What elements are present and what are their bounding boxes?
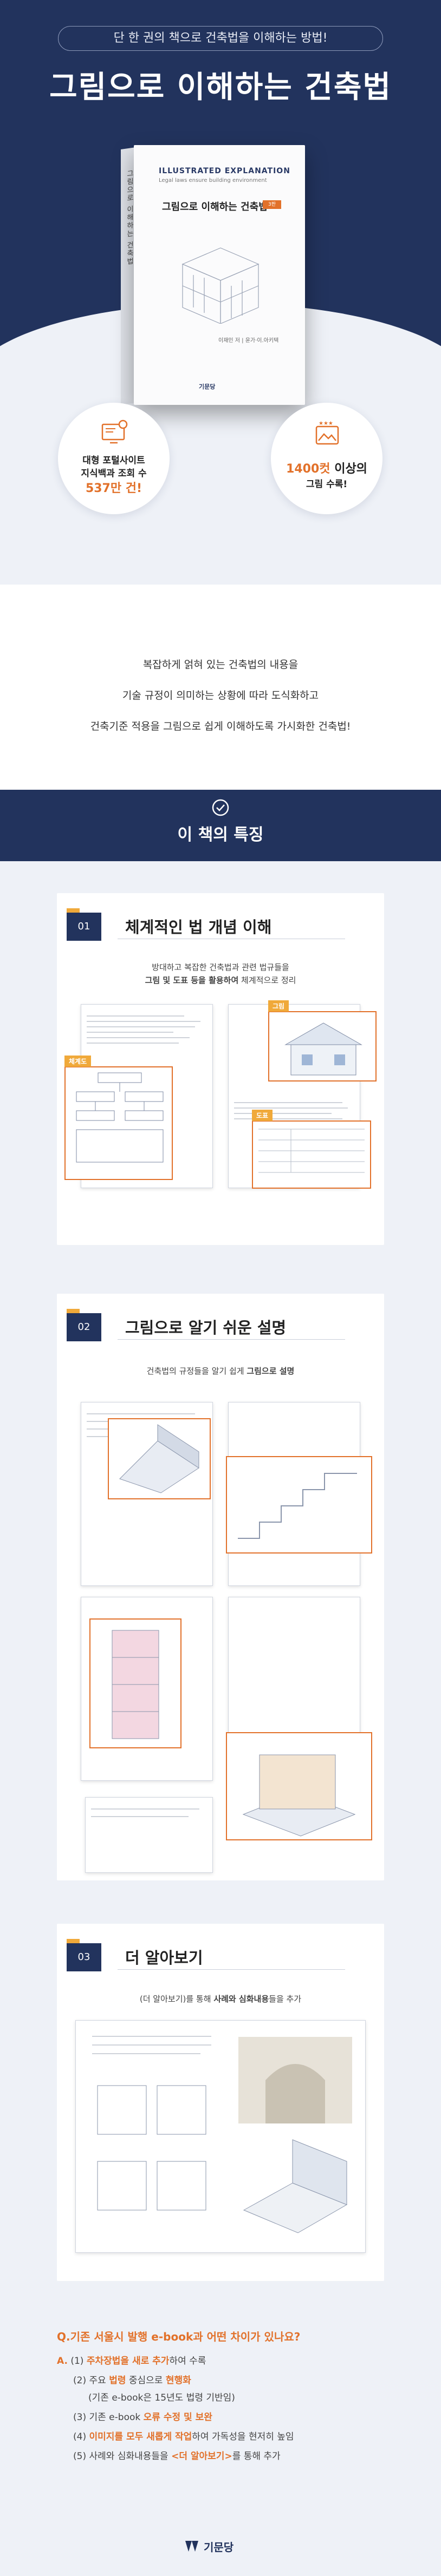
features-title: 이 책의 특징 — [177, 825, 264, 844]
qa-question: Q.기존 서울시 발행 e-book과 어떤 차이가 있나요? — [57, 2330, 301, 2343]
svg-text:★★★: ★★★ — [319, 421, 333, 427]
monitor-icon — [101, 419, 128, 444]
stat-views-line2: 지식백과 조회 수 — [81, 468, 147, 479]
publisher-mark-icon — [185, 2541, 198, 2552]
description-line2: 기술 규정이 의미하는 상황에 따라 도식화하고 — [122, 690, 319, 702]
book-cover: ILLUSTRATED EXPLANATION Legal laws ensur… — [134, 145, 305, 405]
description-line1: 복잡하게 얽혀 있는 건축법의 내용을 — [142, 659, 299, 671]
feature-card-01: 01 체계적인 법 개념 이해 방대하고 복잡한 건축법과 관련 법규들을 그림… — [57, 893, 384, 1245]
building-illustration-icon — [181, 247, 260, 324]
book-spine-title: 그림으로 이해하는 건축법 — [125, 169, 133, 267]
sample-page-5 — [85, 1797, 213, 1873]
stat-pictures-line2: 그림 수록! — [306, 479, 348, 490]
book-title: 그림으로 이해하는 건축법 — [162, 201, 268, 213]
feature-title: 더 알아보기 — [125, 1949, 203, 1967]
hero-title: 그림으로 이해하는 건축법 — [49, 70, 392, 105]
callout-diagram-label: 체계도 — [64, 1056, 92, 1067]
book-edition-badge: 3판 — [263, 200, 281, 209]
check-circle-icon — [212, 799, 229, 816]
feature-number: 02 — [67, 1313, 101, 1341]
callout-illustration-4 — [226, 1732, 372, 1840]
sample-spread — [75, 2020, 366, 2253]
feature-title-rule — [118, 1339, 345, 1340]
callout-figure-label: 그림 — [268, 1000, 289, 1012]
feature-number-tab — [67, 1939, 80, 1943]
building-section-icon — [242, 1754, 356, 1837]
building-photo-icon — [238, 2037, 352, 2233]
feature-card-03: 03 더 알아보기 (더 알아보기)를 통해 사례와 심화내용들을 추가 — [57, 1924, 384, 2281]
hero-tagline: 단 한 권의 책으로 건축법을 이해하는 방법! — [58, 26, 383, 51]
feature-subtitle-1-rest: 건축법의 규정들을 알기 쉽게 — [146, 1366, 247, 1376]
hero-section: 단 한 권의 책으로 건축법을 이해하는 방법! 그림으로 이해하는 건축법 그… — [0, 0, 441, 585]
qa-item-1: A. (1) 주차장법을 새로 추가하여 수록 — [57, 2356, 206, 2367]
qa-item-3: (3) 기존 e-book 오류 수정 및 보완 — [73, 2412, 212, 2423]
tower-illustration-icon — [112, 1630, 159, 1739]
feature-subtitle-1-rest: (더 알아보기)를 통해 — [139, 1994, 214, 2004]
picture-icon: ★★★ — [315, 421, 339, 445]
stat-pictures-line1-rest: 이상의 — [330, 462, 367, 476]
callout-chart-label: 도표 — [252, 1110, 273, 1121]
feature-number-tab — [67, 908, 80, 913]
book-author: 이재인 저 | 윤가·이.아키텍 — [218, 338, 279, 344]
feature-subtitle-1: 방대하고 복잡한 건축법과 관련 법규들을 — [152, 962, 289, 972]
qa-answer-prefix: A. — [57, 2356, 68, 2367]
feature-subtitle-2: 그림 및 도표 등을 활용하여 체계적으로 정리 — [57, 974, 384, 986]
qa-item-5: (5) 사례와 심화내용들을 <더 알아보기>를 통해 추가 — [73, 2451, 281, 2462]
stat-pictures-line1: 1400컷 이상의 — [271, 459, 382, 476]
feature-subtitle-1-end: 들을 추가 — [269, 1994, 302, 2004]
features-section: 01 체계적인 법 개념 이해 방대하고 복잡한 건축법과 관련 법규들을 그림… — [0, 861, 441, 2576]
feature-number: 01 — [67, 913, 101, 941]
qa-item-2: (2) 주요 법령 중심으로 현행화 — [73, 2375, 191, 2386]
qa-item-4: (4) 이미지를 모두 새롭게 작업하여 가독성을 현저히 높임 — [73, 2431, 294, 2442]
feature-subtitle-1: (더 알아보기)를 통해 사례와 심화내용들을 추가 — [57, 1993, 384, 2004]
publisher-name: 기문당 — [204, 2541, 234, 2554]
feature-title-rule — [118, 1969, 345, 1970]
stat-pictures-card: ★★★ 1400컷 이상의 그림 수록! — [271, 403, 382, 514]
feature-subtitle-2-rest: 체계적으로 정리 — [238, 975, 296, 985]
book-publisher: 기문당 — [199, 383, 216, 390]
feature-number: 03 — [67, 1943, 101, 1971]
feature-card-02: 02 그림으로 알기 쉬운 설명 건축법의 규정들을 알기 쉽게 그림으로 설명 — [57, 1294, 384, 1880]
flowchart-icon — [76, 1072, 164, 1163]
feature-subtitle-1-bold: 그림으로 설명 — [247, 1366, 295, 1376]
publisher-logo: 기문당 — [184, 2538, 257, 2554]
callout-chart: 도표 — [252, 1110, 371, 1189]
description-line3: 건축기준 적용을 그림으로 쉽게 이해하도록 가시화한 건축법! — [90, 720, 351, 732]
callout-illustration-2 — [226, 1456, 372, 1554]
feature-title: 체계적인 법 개념 이해 — [125, 918, 272, 936]
callout-figure: 그림 — [268, 1000, 377, 1081]
feature-number-tab — [67, 1309, 80, 1313]
callout-illustration-1 — [108, 1418, 211, 1499]
book-english-subtitle: Legal laws ensure building environment — [159, 178, 267, 183]
feature-subtitle-2-bold: 그림 및 도표 등을 활용하여 — [145, 975, 239, 985]
house-illustration-icon — [284, 1022, 362, 1076]
callout-illustration-3 — [89, 1618, 181, 1748]
section-illustration-icon — [119, 1424, 199, 1493]
stat-pictures-count: 1400컷 — [286, 462, 330, 476]
stat-views-line1: 대형 포털사이트 — [82, 455, 145, 466]
feature-subtitle-1: 건축법의 규정들을 알기 쉽게 그림으로 설명 — [57, 1365, 384, 1377]
feature-title: 그림으로 알기 쉬운 설명 — [125, 1319, 287, 1337]
callout-diagram: 체계도 — [64, 1056, 173, 1180]
feature-subtitle-1-bold: 사례와 심화내용 — [213, 1994, 269, 2004]
staircase-illustration-icon — [238, 1473, 357, 1539]
stat-views-card: 대형 포털사이트 지식백과 조회 수 537만 건! — [58, 403, 170, 514]
table-chart-icon — [258, 1129, 365, 1173]
book-english-title: ILLUSTRATED EXPLANATION — [159, 167, 290, 175]
features-banner: 이 책의 특징 — [0, 790, 441, 861]
stat-views-count: 537만 건! — [85, 482, 142, 495]
qa-item-2-note: (기존 e-book은 15년도 법령 기반임) — [88, 2393, 235, 2403]
plan-diagram-icon — [97, 2085, 206, 2211]
